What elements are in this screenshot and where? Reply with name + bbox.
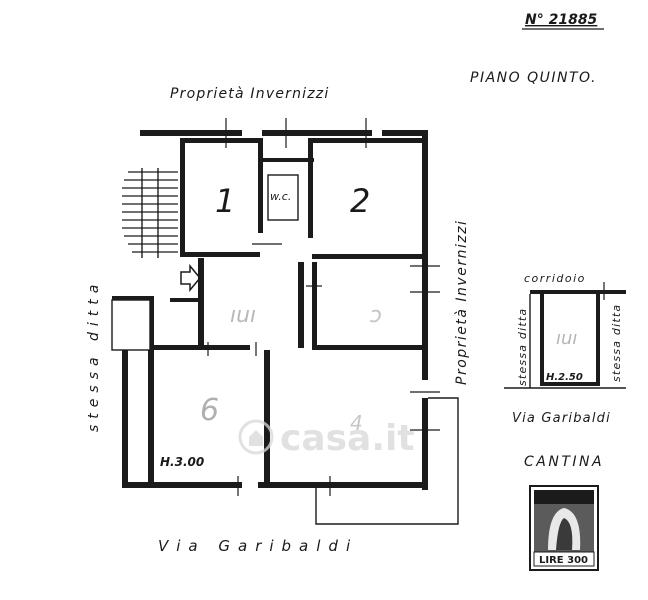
wall [308, 138, 313, 238]
wall [540, 294, 544, 386]
wall [312, 254, 424, 259]
neighbor-top-label: Proprietà Invernizzi [170, 86, 329, 102]
cellar-left-label: stessa ditta [516, 308, 529, 386]
cellar-top-label: corridoio [524, 272, 586, 285]
room-2-label: 2 [350, 182, 370, 220]
wall [422, 130, 428, 380]
wall [180, 252, 260, 257]
cellar-title: CANTINA [524, 454, 604, 470]
wall [170, 298, 200, 302]
faint-room-number: 4 [350, 411, 363, 435]
wall [150, 296, 154, 350]
wall [122, 482, 242, 488]
stamp-value: LIRE 300 [539, 555, 588, 566]
wall [122, 350, 128, 488]
cellar-plan: ıuı corridoio stessa ditta stessa ditta … [504, 272, 626, 470]
wall [596, 294, 600, 386]
wall [180, 138, 185, 256]
faint-room-number: 6 [200, 393, 219, 428]
wall [264, 350, 270, 486]
neighbor-right-label: Proprietà Invernizzi [454, 220, 470, 385]
staircase [122, 168, 178, 258]
wall [150, 345, 250, 350]
door-marks [207, 118, 440, 496]
wall [140, 130, 242, 136]
wall [198, 258, 204, 348]
annex-outline [111, 299, 151, 351]
faint-room-number: ıuı [556, 328, 577, 349]
cellar-street-label: Via Garibaldi [512, 411, 611, 426]
wall [262, 158, 314, 162]
wall [312, 138, 422, 143]
street-label: Via Garibaldi [158, 537, 358, 555]
entrance-arrow-icon [180, 263, 201, 293]
wall [112, 296, 152, 300]
wall [312, 345, 424, 350]
room-height-label: H.3.00 [160, 455, 204, 469]
room-1-label: 1 [215, 182, 235, 220]
wall [258, 138, 263, 233]
faint-room-number: ıuı [230, 303, 256, 328]
wall [312, 262, 317, 348]
main-plan: ıuı ɔ 6 4 1 2 w.c. H.3.00 [111, 118, 459, 525]
faint-room-number: ɔ [370, 303, 382, 328]
wall [422, 398, 428, 490]
wall [298, 262, 304, 348]
wall [148, 350, 154, 486]
floor-title: PIANO QUINTO. [470, 70, 597, 86]
wall [258, 482, 428, 488]
wall [262, 130, 372, 136]
neighbor-left-label: stessa ditta [86, 279, 102, 432]
wc-fixture [267, 174, 299, 221]
wall [382, 130, 428, 136]
revenue-stamp: LIRE 300 [529, 485, 599, 571]
document-number: N° 21885 [525, 12, 598, 28]
room-wc-label: w.c. [270, 190, 291, 203]
wall [540, 382, 600, 386]
balcony-outline [315, 397, 459, 525]
wall [180, 138, 262, 143]
watermark: casa.it [238, 418, 415, 459]
wall [530, 290, 626, 294]
cellar-right-label: stessa ditta [610, 304, 623, 382]
watermark-text: casa.it [280, 418, 415, 459]
cellar-height-label: H.2.50 [546, 372, 583, 383]
